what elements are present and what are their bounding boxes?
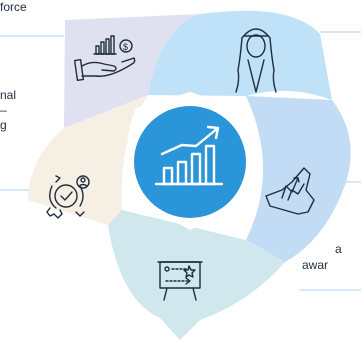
petal-bottom bbox=[108, 210, 285, 340]
strategy-board-icon bbox=[157, 261, 203, 301]
top-left-text-fragment: force bbox=[0, 0, 27, 14]
left-text-fragment-line-2: – bbox=[0, 103, 7, 117]
uae-map-growth-icon bbox=[265, 167, 315, 215]
petal-left bbox=[28, 95, 148, 225]
growth-chart-icon bbox=[154, 125, 224, 186]
svg-text:$: $ bbox=[123, 42, 128, 52]
right-text-fragment-line-1: a bbox=[335, 242, 342, 256]
right-text-fragment-line-2: awar bbox=[302, 258, 329, 272]
gear-person-check-icon bbox=[46, 175, 90, 219]
center-circle bbox=[134, 106, 246, 218]
left-text-fragment-line-1: nal bbox=[0, 88, 17, 102]
petal-top-left bbox=[64, 14, 200, 128]
left-text-fragment-line-3: g bbox=[0, 118, 7, 132]
money-hand-chart-icon: $ bbox=[73, 35, 136, 82]
emirati-man-icon bbox=[235, 28, 277, 93]
